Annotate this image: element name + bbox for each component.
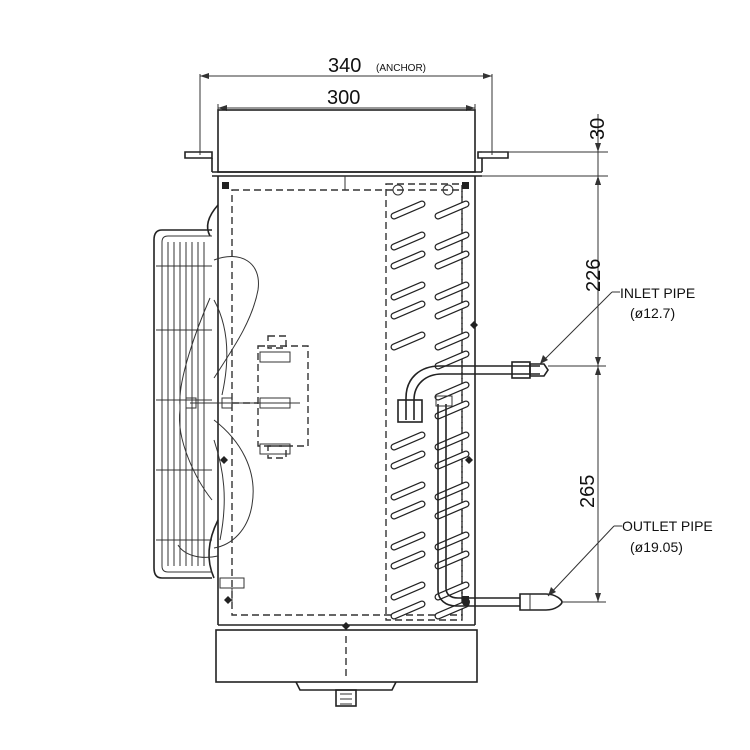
dimension-30: 30 [482, 114, 609, 185]
coil-slot-inner [391, 601, 425, 619]
outlet-pipe-label: OUTLET PIPE [622, 518, 713, 534]
coil-slot-inner [391, 532, 425, 550]
coil-slot-inner [435, 332, 469, 350]
inlet-pipe-size: (ø12.7) [630, 305, 675, 321]
coil-slot-inner [435, 501, 469, 519]
coil-slot-inner [391, 451, 425, 469]
coil-fins [390, 200, 470, 620]
dimension-340-anchor: 340 (ANCHOR) [199, 55, 493, 155]
coil-slot-inner [435, 451, 469, 469]
dimension-340-anchor-note: (ANCHOR) [376, 63, 426, 74]
coil-slot-inner [435, 532, 469, 550]
coil-slot-inner [435, 382, 469, 400]
dimension-265: 265 [562, 366, 606, 603]
coil-slot-inner [391, 551, 425, 569]
dimension-300-value: 300 [327, 87, 360, 109]
dimension-30-value: 30 [587, 118, 609, 140]
coil-slot-inner [435, 432, 469, 450]
dimension-300: 300 [217, 87, 476, 172]
coil-slot-inner [391, 432, 425, 450]
outlet-pipe-fitting [519, 593, 563, 611]
internal-piping [397, 365, 540, 607]
base-panel [215, 629, 478, 707]
outlet-pipe-size: (ø19.05) [630, 539, 683, 555]
dimension-265-value: 265 [577, 475, 599, 508]
dimension-340-value: 340 [328, 55, 361, 77]
top-panel [212, 109, 482, 177]
coil-slot-inner [391, 282, 425, 300]
coil-slot-inner [391, 482, 425, 500]
coil-slot-inner [435, 582, 469, 600]
inlet-pipe-fitting [511, 361, 549, 379]
coil-slot-inner [435, 351, 469, 369]
lower-fitting [219, 577, 245, 604]
dimension-226: 226 [548, 176, 606, 367]
coil-slot-inner [391, 251, 425, 269]
coil-slot-inner [435, 201, 469, 219]
anchor-brackets [184, 151, 509, 172]
coil-slot-inner [435, 401, 469, 419]
coil-slot-inner [435, 282, 469, 300]
fan-blades [177, 256, 259, 558]
dimension-226-value: 226 [583, 259, 605, 292]
coil-slot-inner [391, 501, 425, 519]
coil-slot-inner [435, 251, 469, 269]
outlet-pipe-callout: OUTLET PIPE (ø19.05) [547, 518, 713, 597]
fan-guard [153, 229, 212, 579]
inlet-pipe-callout: INLET PIPE (ø12.7) [539, 285, 695, 365]
coil-slot-inner [435, 551, 469, 569]
coil-slot-inner [391, 301, 425, 319]
coil-slot-inner [435, 482, 469, 500]
coil-slot-inner [435, 232, 469, 250]
fan-motor [185, 335, 309, 464]
inlet-pipe-label: INLET PIPE [620, 285, 695, 301]
coil-slot-inner [391, 332, 425, 350]
coil-slot-inner [391, 232, 425, 250]
coil-slot-inner [435, 301, 469, 319]
coil-slot-inner [391, 201, 425, 219]
coil-slot-inner [391, 582, 425, 600]
